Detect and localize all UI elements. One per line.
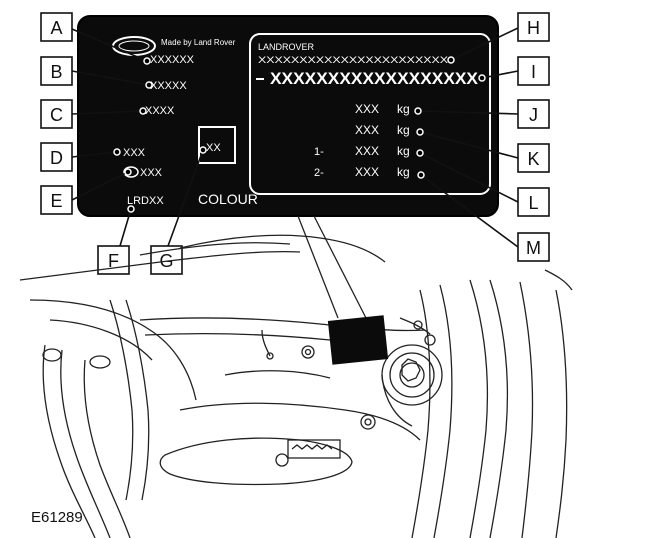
svg-text:K: K bbox=[527, 149, 539, 169]
callout-l: L bbox=[517, 187, 550, 217]
field-h-text: XXXXXXXXXXXXXXXXXXXXXXX bbox=[258, 55, 448, 65]
figure-id: E61289 bbox=[31, 509, 83, 526]
svg-text:I: I bbox=[531, 62, 536, 82]
field-g-text: XX bbox=[206, 142, 221, 154]
weight-3-prefix: 1- bbox=[314, 146, 324, 158]
small-logo-icon bbox=[123, 166, 139, 178]
vin-panel bbox=[249, 33, 491, 195]
svg-text:J: J bbox=[529, 105, 538, 125]
leader-dots bbox=[113, 56, 486, 213]
weight-4-prefix: 2- bbox=[314, 167, 324, 179]
svg-text:B: B bbox=[50, 62, 62, 82]
svg-text:H: H bbox=[527, 18, 540, 38]
callout-a: A bbox=[40, 12, 73, 42]
weight-3-value: XXX bbox=[355, 144, 379, 158]
svg-text:M: M bbox=[526, 238, 541, 258]
vin-text: XXXXXXXXXXXXXXXXXX bbox=[270, 69, 479, 88]
svg-text:F: F bbox=[108, 251, 119, 271]
vin-plate: Made by Land Rover XXXXXX XXXXX XXXX XXX… bbox=[77, 15, 499, 217]
leader-lines bbox=[71, 27, 519, 248]
svg-text:C: C bbox=[50, 105, 63, 125]
weight-3-unit: kg bbox=[397, 144, 410, 158]
field-g-box bbox=[198, 126, 236, 164]
weight-1-value: XXX bbox=[355, 102, 379, 116]
field-e-text: XXX bbox=[140, 167, 163, 179]
weight-2-unit: kg bbox=[397, 123, 410, 137]
field-f-text: LRDXX bbox=[127, 195, 164, 207]
svg-text:E: E bbox=[50, 191, 62, 211]
weight-1-unit: kg bbox=[397, 102, 410, 116]
callout-h: H bbox=[517, 12, 550, 42]
callout-k: K bbox=[517, 143, 550, 173]
brand-text: LANDROVER bbox=[258, 42, 315, 52]
callout-i: I bbox=[517, 56, 550, 86]
field-a-text: XXXXXX bbox=[150, 54, 195, 66]
callout-j: J bbox=[517, 99, 550, 129]
made-by-text: Made by Land Rover bbox=[161, 38, 236, 47]
field-b-text: XXXXX bbox=[150, 80, 187, 92]
callout-labels: A B C D E F G H bbox=[40, 12, 550, 275]
callout-e: E bbox=[40, 185, 73, 215]
svg-text:L: L bbox=[528, 193, 538, 213]
weight-2-value: XXX bbox=[355, 123, 379, 137]
callout-b: B bbox=[40, 56, 73, 86]
callout-d: D bbox=[40, 142, 73, 172]
vin-plate-location bbox=[327, 315, 389, 365]
colour-label: COLOUR bbox=[198, 191, 258, 207]
svg-text:A: A bbox=[50, 18, 62, 38]
field-d-text: XXX bbox=[123, 147, 146, 159]
weight-4-unit: kg bbox=[397, 165, 410, 179]
svg-text:D: D bbox=[50, 148, 63, 168]
callout-c: C bbox=[40, 99, 73, 129]
vehicle-pillar-illustration bbox=[19, 215, 573, 538]
field-c-text: XXXX bbox=[145, 105, 175, 117]
weight-4-value: XXX bbox=[355, 165, 379, 179]
callout-m: M bbox=[517, 232, 550, 262]
